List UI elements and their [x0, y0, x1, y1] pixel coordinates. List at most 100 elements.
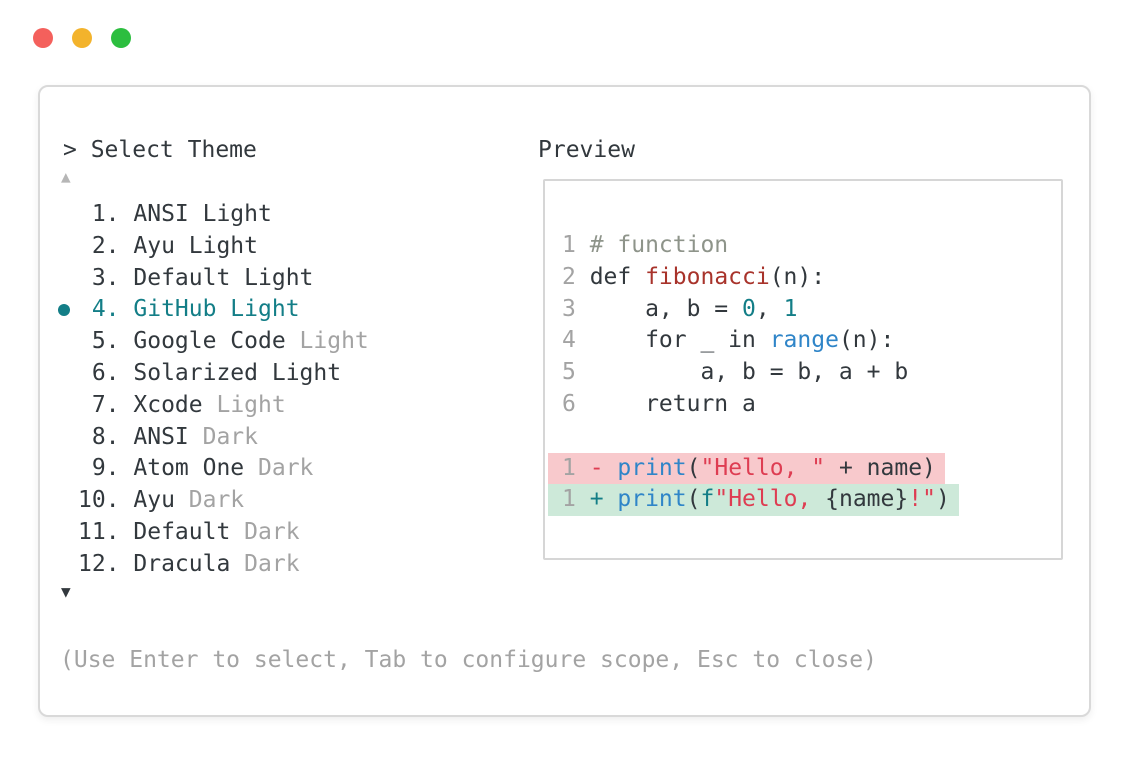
code-token: !"	[908, 486, 936, 513]
theme-option-number: 8.	[91, 423, 120, 450]
theme-option-number: 12.	[78, 550, 120, 577]
code-token: + name)	[825, 454, 936, 481]
code-line-1: 1 # function	[562, 230, 728, 262]
code-token: a, b =	[589, 295, 743, 322]
theme-option-variant-label: Dark	[244, 550, 300, 577]
theme-option-number: 3.	[91, 264, 120, 291]
line-number: 2	[562, 263, 576, 290]
code-token: fibonacci	[645, 263, 770, 290]
theme-option-label: ANSI Light	[133, 201, 272, 227]
code-token: print	[617, 454, 687, 481]
line-number: 6	[562, 390, 576, 417]
theme-option-number: 7.	[91, 391, 120, 418]
theme-option-ansi-light[interactable]: 1. ANSI Light	[40, 199, 540, 231]
scroll-up-icon[interactable]: ▲	[61, 167, 71, 186]
theme-option-variant-label: Dark	[244, 518, 300, 545]
code-token: )	[935, 486, 950, 513]
code-token: (	[686, 454, 701, 481]
code-token: {name}	[825, 486, 909, 513]
code-token: # function	[589, 232, 729, 258]
theme-option-default-light[interactable]: 3. Default Light	[40, 263, 540, 295]
line-number: 1	[562, 232, 576, 258]
theme-option-atom-one[interactable]: 9. Atom One Dark	[40, 453, 540, 485]
theme-option-google-code[interactable]: 5. Google Code Light	[40, 326, 540, 358]
theme-option-label: Xcode	[133, 391, 203, 418]
prompt-label: > Select Theme	[63, 137, 257, 163]
zoom-button[interactable]	[111, 28, 131, 48]
line-number: 1	[562, 454, 576, 481]
theme-option-variant-label: Dark	[202, 423, 258, 450]
theme-option-ayu[interactable]: 10. Ayu Dark	[40, 485, 540, 517]
line-number: 1	[562, 486, 576, 513]
line-number: 3	[562, 295, 576, 322]
code-token: 0	[742, 295, 756, 322]
theme-option-label: Dracula	[133, 550, 231, 577]
theme-option-ansi[interactable]: 8. ANSI Dark	[40, 422, 540, 454]
diff-removed-line: 1- print("Hello, " + name)	[548, 452, 945, 485]
code-line-4: 4 for _ in range(n):	[562, 325, 894, 357]
code-token: def	[589, 263, 646, 290]
code-line-2: 2 def fibonacci(n):	[562, 262, 825, 294]
code-token: 1	[783, 295, 798, 322]
theme-option-github-light[interactable]: 4. GitHub Light	[40, 294, 540, 326]
theme-option-number: 11.	[78, 518, 120, 545]
theme-option-label: Google Code	[133, 328, 286, 355]
line-number: 5	[562, 359, 576, 386]
code-token: +	[589, 486, 618, 513]
theme-picker-panel: > Select Theme Preview ▲ 1. ANSI Light 2. A…	[38, 85, 1091, 717]
theme-option-label: GitHub Light	[133, 296, 300, 323]
code-token: "Hello, "	[700, 454, 826, 481]
theme-option-number: 5.	[91, 328, 120, 355]
minimize-button[interactable]	[72, 28, 92, 48]
line-number: 4	[562, 327, 576, 354]
theme-option-label: Default Light	[133, 264, 314, 291]
theme-option-number: 1.	[91, 201, 120, 227]
code-line-6: 6 return a	[562, 389, 756, 421]
code-token: a, b = b, a + b	[589, 359, 909, 386]
preview-label: Preview	[538, 137, 635, 163]
code-line-3: 3 a, b = 0, 1	[562, 294, 797, 326]
theme-option-label: Ayu Light	[133, 232, 258, 259]
theme-option-variant-label: Dark	[188, 487, 245, 514]
code-line-7	[562, 421, 590, 453]
diff-added-line: 1 + print(f"Hello, {name}!")	[548, 484, 959, 517]
theme-option-number: 9.	[91, 455, 120, 482]
close-button[interactable]	[33, 28, 53, 48]
theme-option-label: Ayu	[133, 487, 175, 514]
code-token: range	[769, 327, 839, 354]
theme-option-label: Solarized Light	[133, 359, 342, 386]
theme-option-label: Default	[133, 518, 231, 545]
theme-option-variant-label: Light	[299, 328, 369, 355]
code-token: "Hello,	[714, 486, 826, 513]
code-token: (n):	[838, 327, 895, 354]
theme-option-dracula[interactable]: 12. Dracula Dark	[40, 549, 540, 581]
code-line-5: 5 a, b = b, a + b	[562, 357, 908, 389]
theme-option-number: 10.	[78, 487, 120, 514]
theme-option-variant-label: Dark	[258, 455, 314, 482]
code-token: -	[589, 454, 618, 481]
theme-option-variant-label: Light	[216, 391, 286, 418]
code-token: f	[700, 486, 715, 513]
theme-option-label: Atom One	[133, 455, 245, 482]
window-controls	[33, 28, 131, 48]
code-token: (	[686, 486, 701, 513]
code-token: ,	[755, 295, 784, 322]
selected-bullet-icon	[58, 304, 70, 317]
code-token: print	[617, 486, 687, 513]
code-token: for _ in	[589, 327, 770, 354]
hint-text: (Use Enter to select, Tab to configure s…	[60, 647, 877, 673]
theme-option-label: ANSI	[133, 423, 189, 450]
theme-option-default[interactable]: 11. Default Dark	[40, 517, 540, 549]
theme-option-ayu-light[interactable]: 2. Ayu Light	[40, 231, 540, 263]
code-token: (n):	[769, 263, 826, 290]
code-token: return a	[589, 390, 756, 417]
theme-option-number: 6.	[91, 359, 120, 386]
theme-option-xcode[interactable]: 7. Xcode Light	[40, 390, 540, 422]
theme-option-number: 2.	[91, 232, 120, 259]
scroll-down-icon[interactable]: ▼	[61, 582, 71, 601]
theme-option-number: 4.	[91, 296, 120, 323]
theme-option-solarized-light[interactable]: 6. Solarized Light	[40, 358, 540, 390]
